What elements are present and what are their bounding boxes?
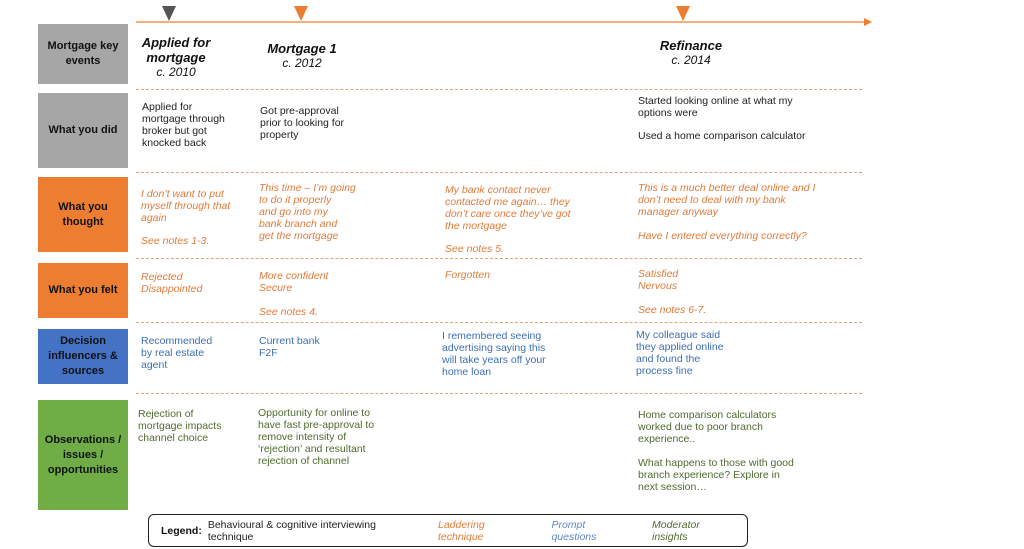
legend-item-laddering: Laddering technique: [437, 518, 485, 543]
did-cell-1: Applied for mortgage through broker but …: [142, 101, 225, 149]
separator: [136, 89, 862, 90]
row-label-thought: What you thought: [38, 177, 128, 252]
legend: Legend: Behavioural & cognitive intervie…: [148, 514, 748, 547]
milestone-title: Refinance: [659, 38, 723, 53]
observation-cell-1: Rejection of mortgage impacts channel ch…: [138, 408, 222, 444]
thought-cell-3a: My bank contact never contacted me again…: [445, 184, 571, 232]
milestone-title: Applied for mortgage: [141, 35, 211, 65]
row-label-did: What you did: [38, 93, 128, 168]
influencer-cell-4: My colleague said they applied online an…: [636, 329, 724, 377]
thought-cell-2: This time – I’m going to do it properly …: [259, 182, 356, 242]
milestone-title: Mortgage 1: [267, 41, 337, 56]
row-label-events: Mortgage key events: [38, 24, 128, 84]
influencer-cell-3: I remembered seeing advertising saying t…: [442, 330, 546, 378]
thought-cell-4a: This is a much better deal online and I …: [638, 182, 816, 218]
timeline-marker-2: [294, 6, 308, 21]
legend-item-behavioural: Behavioural & cognitive interviewing tec…: [207, 518, 376, 543]
thought-cell-1a: I don’t want to put myself through that …: [141, 188, 231, 224]
felt-cell-2a: More confident Secure: [259, 270, 329, 294]
observation-cell-4a: Home comparison calculators worked due t…: [638, 409, 777, 445]
felt-cell-4a: Satisfied Nervous: [638, 268, 679, 292]
row-label-felt: What you felt: [38, 263, 128, 318]
observation-cell-2: Opportunity for online to have fast pre-…: [258, 407, 375, 467]
thought-cell-3b: See notes 5.: [445, 243, 504, 255]
thought-cell-4b: Have I entered everything correctly?: [638, 230, 807, 242]
did-cell-4a: Started looking online at what my option…: [638, 95, 793, 119]
separator: [136, 322, 862, 323]
felt-cell-3: Forgotten: [445, 269, 490, 281]
timeline-marker-1: [162, 6, 176, 21]
influencer-cell-1: Recommended by real estate agent: [141, 335, 213, 371]
thought-cell-1b: See notes 1-3.: [141, 235, 210, 247]
separator: [136, 393, 862, 394]
row-label-observations: Observations / issues / opportunities: [38, 400, 128, 510]
did-cell-4b: Used a home comparison calculator: [638, 130, 806, 142]
row-label-influencers: Decision influencers & sources: [38, 329, 128, 384]
influencer-cell-2: Current bank F2F: [259, 335, 320, 359]
legend-item-moderator: Moderator insights: [651, 518, 700, 543]
milestone-date: c. 2014: [671, 53, 711, 67]
timeline-arrow-head: [864, 18, 872, 26]
separator: [136, 258, 862, 259]
timeline: [136, 6, 872, 26]
milestone-mortgage-1: Mortgage 1 c. 2012: [252, 41, 352, 71]
legend-item-prompt: Prompt questions: [551, 518, 597, 543]
felt-cell-1: Rejected Disappointed: [141, 271, 203, 295]
milestone-date: c. 2010: [156, 65, 196, 79]
did-cell-2: Got pre-approval prior to looking for pr…: [260, 105, 345, 141]
milestone-refinance: Refinance c. 2014: [636, 38, 746, 68]
milestone-date: c. 2012: [282, 56, 322, 70]
legend-title: Legend:: [161, 524, 202, 537]
felt-cell-2b: See notes 4.: [259, 306, 318, 318]
milestone-applied: Applied for mortgage c. 2010: [126, 35, 226, 80]
timeline-marker-3: [676, 6, 690, 21]
observation-cell-4b: What happens to those with good branch e…: [638, 457, 794, 493]
separator: [136, 172, 862, 173]
felt-cell-4b: See notes 6-7.: [638, 304, 707, 316]
